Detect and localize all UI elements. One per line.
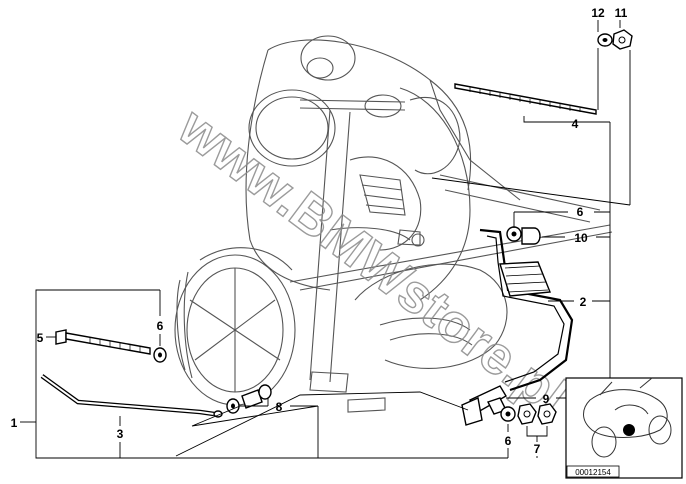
part-2-crashbar-shape [479, 228, 574, 392]
inset-code-text: 00012154 [575, 468, 611, 477]
frame-rail-shape [439, 174, 601, 223]
leader-12-11-down [597, 48, 631, 205]
part-11-nut-shape [612, 29, 633, 50]
tank-line-shape [429, 79, 521, 201]
part-4-thread-shape [469, 87, 581, 112]
watermark-text: www.BMWstore.pl [167, 96, 578, 427]
bolt-head-shape [411, 233, 425, 247]
leader-8-fan [191, 405, 319, 427]
inset-rear-wheel-shape [648, 415, 672, 445]
lower-bolt-shape [347, 397, 386, 413]
part-label-1: 1 [11, 416, 18, 430]
inset-code-box [566, 465, 620, 478]
inset-engine-shape [614, 404, 649, 415]
fork-foot-shape [309, 371, 349, 393]
headlight-shape [248, 89, 336, 167]
engine-grille-lines [361, 184, 405, 210]
part-11-hole-shape [618, 36, 626, 44]
leader-12-11 [597, 20, 621, 32]
part-7-nut-b-hole-shape [543, 410, 551, 418]
part-label-6-left: 6 [157, 319, 164, 333]
part-3-end-shape [213, 410, 223, 418]
part-7-nut-b-shape [537, 403, 557, 425]
inset-bike-bars-shape [599, 377, 653, 396]
part-5-thread-shape [89, 337, 141, 352]
part-4-rod-shape [454, 83, 597, 115]
part-label-11: 11 [615, 6, 628, 20]
part-3-bar-inner-shape [41, 375, 215, 415]
part-label-7: 7 [534, 442, 541, 456]
part-label-2: 2 [580, 295, 587, 309]
inset-bike-body-shape [583, 389, 668, 438]
mirror-inner-shape [306, 57, 334, 79]
inset-location-marker [623, 424, 635, 436]
leader-1-bracket [35, 289, 508, 459]
part-label-6-upper: 6 [577, 205, 584, 219]
part-10-cap-nut-shape [521, 227, 541, 245]
part-label-12: 12 [591, 6, 605, 20]
leader-bottom-outline [175, 391, 469, 457]
leader-lines [20, 20, 631, 459]
part-8-bolt-head-shape [258, 384, 272, 400]
parts-group [40, 29, 633, 426]
inset-front-wheel-shape [591, 426, 617, 458]
leader-8 [240, 398, 318, 407]
fairing-right-shape [399, 87, 471, 301]
part-8-bolt-shank-shape [241, 389, 263, 409]
leader-4 [523, 116, 610, 123]
part-7-nut-a-shape [517, 403, 537, 425]
handlebar-shape [299, 99, 406, 111]
fairing-left-shape [245, 49, 331, 291]
part-2-mesh-lines-shape [504, 265, 549, 293]
part-label-9: 9 [543, 392, 550, 406]
part-6-left-hole-shape [158, 352, 162, 358]
leader-frame-diag [431, 177, 631, 206]
part-labels: 12 11 4 6 10 2 9 6 7 6 5 1 3 8 [11, 6, 628, 456]
cylinder-fin2-shape [389, 333, 473, 346]
part-12-hole-shape [602, 38, 608, 42]
part-label-3: 3 [117, 427, 124, 441]
wheel-spokes-shape [189, 268, 281, 392]
part-2-mesh-shape [499, 261, 551, 297]
fork-shape [309, 109, 351, 383]
headlight-inner-shape [255, 96, 329, 160]
fairing-top-shape [267, 39, 472, 191]
lower-frame-shape [289, 224, 613, 291]
bracket-shape [397, 229, 421, 246]
leader-7-bracket [526, 426, 548, 437]
part-label-10: 10 [574, 231, 588, 245]
engine-grille-shape [359, 174, 406, 216]
part-6-lower-hole-shape [505, 411, 511, 417]
part-6-upper-hole-shape [511, 231, 517, 237]
part-2-foot-plate-shape [461, 397, 483, 426]
part-5-bolt-shank-shape [65, 332, 151, 355]
motorcycle-outline [174, 35, 613, 413]
part-5-bolt-head-shape [55, 329, 67, 345]
mirror-pod-shape [300, 35, 356, 81]
part-label-6-lower: 6 [505, 434, 512, 448]
cylinder-fin-shape [379, 317, 471, 331]
part-label-4: 4 [572, 117, 579, 131]
inset-thumbnail: 00012154 [565, 377, 683, 479]
part-label-5: 5 [37, 331, 44, 345]
bar-end-shape [364, 94, 402, 118]
crossbar-shape [329, 227, 411, 241]
part-label-8: 8 [276, 400, 283, 414]
tire-tread-shape [176, 271, 193, 379]
part-2-crashbar-inner-shape [486, 235, 565, 383]
part-8-washer-hole-shape [231, 403, 235, 409]
part-7-nut-a-hole-shape [523, 410, 531, 418]
cylinder-shape [354, 263, 508, 369]
side-pod-shape [409, 96, 461, 175]
mudguard-shape [199, 247, 293, 271]
